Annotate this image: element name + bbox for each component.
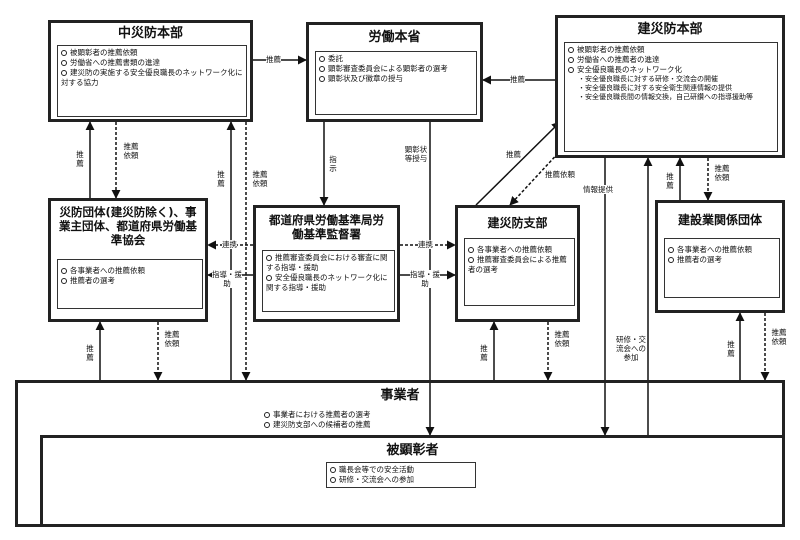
kensetsu-list: 各事業者への推薦依頼 推薦者の選考 xyxy=(664,238,780,298)
box-hikensho: 被顕彰者 職長会等での安全活動 研修・交流会への参加 xyxy=(40,435,785,527)
roudou-title: 労働本省 xyxy=(368,30,421,45)
chuusaibo-title: 中災防本部 xyxy=(117,26,183,41)
chuusaibo-item: 被顕彰者の推薦依頼 xyxy=(61,48,243,58)
saibodan-item: 各事業者への推薦依頼 xyxy=(61,266,199,276)
box-shibu: 建災防支部 各事業者への推薦依頼 推薦審査委員会による推薦者の選考 xyxy=(455,205,580,322)
box-todofuken: 都道府県労働基準局労働基準監督署 推薦審査委員会における審査に関する指導・援助 … xyxy=(253,205,400,322)
label-irai-kensetsu: 推薦依頼 xyxy=(712,164,732,182)
label-shido-left: 指導・援助 xyxy=(212,270,242,288)
shibu-item: 推薦審査委員会による推薦者の選考 xyxy=(468,255,567,274)
saibodan-title: 災防団体(建災防除く)、事業主団体、都道府県労働基準協会 xyxy=(59,205,197,247)
label-kenshu: 研修・交流会への参加 xyxy=(616,335,646,362)
box-saibodan: 災防団体(建災防除く)、事業主団体、都道府県労働基準協会 各事業者への推薦依頼 … xyxy=(48,198,208,322)
roudou-list: 委託 顕彰審査委員会による顕彰者の選考 顕彰状及び徽章の授与 xyxy=(315,51,477,115)
saibodan-item: 推薦者の選考 xyxy=(61,276,199,286)
shibu-title: 建災防支部 xyxy=(487,216,548,230)
chuusaibo-item: 建災防の実施する安全優良職長のネットワーク化に対する協力 xyxy=(61,68,243,87)
chuusaibo-item: 労働省への推薦書類の進達 xyxy=(61,58,243,68)
box-roudou: 労働本省 委託 顕彰審査委員会による顕彰者の選考 顕彰状及び徽章の授与 xyxy=(306,22,483,122)
jigyosha-item: 建災防支部への候補者の推薦 xyxy=(264,420,458,430)
kensaibo-item: 安全優良職長のネットワーク化 xyxy=(568,65,774,75)
roudou-item: 委託 xyxy=(319,54,473,64)
roudou-item: 顕彰状及び徽章の授与 xyxy=(319,74,473,84)
hikensho-item: 研修・交流会への参加 xyxy=(330,475,472,485)
kensetsu-item: 各事業者への推薦依頼 xyxy=(668,245,776,255)
label-renkei-left: 連携 xyxy=(222,240,237,249)
label-kenshojo: 顕彰状等授与 xyxy=(404,145,428,163)
jigyosha-item: 事業者における推薦者の選考 xyxy=(264,410,458,420)
kensetsu-title: 建設業関係団体 xyxy=(677,213,762,227)
todofuken-item: 安全優良職長のネットワーク化に関する指導・援助 xyxy=(266,273,388,292)
chuusaibo-list: 被顕彰者の推薦依頼 労働省への推薦書類の進達 建災防の実施する安全優良職長のネッ… xyxy=(57,45,247,117)
box-kensaibo: 建災防本部 被顕彰者の推薦依頼 労働省への推薦者の進達 安全優良職長のネットワー… xyxy=(555,15,785,158)
label-irai-jig-kensetsu: 推薦依頼 xyxy=(769,328,789,346)
label-suisen-kensetsu: 推薦 xyxy=(665,172,675,190)
label-joho: 情報提供 xyxy=(583,185,613,194)
label-shiji: 指示 xyxy=(328,155,338,173)
label-irai-long: 推薦依頼 xyxy=(250,170,270,188)
label-suisen-shibu: 推薦 xyxy=(506,150,521,159)
hikensho-list: 職長会等での安全活動 研修・交流会への参加 xyxy=(326,462,476,488)
hikensho-item: 職長会等での安全活動 xyxy=(330,465,472,475)
jigyosha-list: 事業者における推薦者の選考 建災防支部への候補者の推薦 xyxy=(261,408,461,434)
arrow-shibu-kensaibo xyxy=(475,121,561,206)
kensaibo-item: 被顕彰者の推薦依頼 xyxy=(568,45,774,55)
saibodan-list: 各事業者への推薦依頼 推薦者の選考 xyxy=(57,259,203,309)
shibu-item: 各事業者への推薦依頼 xyxy=(468,245,571,255)
box-kensetsu: 建設業関係団体 各事業者への推薦依頼 推薦者の選考 xyxy=(655,200,785,313)
jigyosha-title: 事業者 xyxy=(380,388,420,403)
hikensho-title: 被顕彰者 xyxy=(386,443,439,458)
kensetsu-item: 推薦者の選考 xyxy=(668,255,776,265)
kensaibo-subitem: ・安全優良職長に対する研修・交流会の開催 xyxy=(578,75,718,83)
label-suisen-jig-saibodan: 推薦 xyxy=(85,344,95,362)
label-suisen-jig-shibu: 推薦 xyxy=(479,344,489,362)
todofuken-title: 都道府県労働基準局労働基準監督署 xyxy=(269,213,384,241)
todofuken-item: 推薦審査委員会における審査に関する指導・援助 xyxy=(266,253,388,272)
todofuken-list: 推薦審査委員会における審査に関する指導・援助 安全優良職長のネットワーク化に関す… xyxy=(262,250,395,312)
kensaibo-list: 被顕彰者の推薦依頼 労働省への推薦者の進達 安全優良職長のネットワーク化 ・安全… xyxy=(564,42,778,152)
kensaibo-subitem: ・安全優良職長間の情報交換，自己研鑽への指導援助等 xyxy=(578,93,753,101)
label-suisen-kensaibo: 推薦 xyxy=(510,75,525,84)
label-suisen-jig-kensetsu: 推薦 xyxy=(726,340,736,358)
shibu-list: 各事業者への推薦依頼 推薦審査委員会による推薦者の選考 xyxy=(464,238,575,306)
box-chuusaibo: 中災防本部 被顕彰者の推薦依頼 労働省への推薦書類の進達 建災防の実施する安全優… xyxy=(48,20,253,122)
label-suisen-top: 推薦 xyxy=(266,55,281,64)
label-suisen-long: 推薦 xyxy=(216,170,226,188)
roudou-item: 顕彰審査委員会による顕彰者の選考 xyxy=(319,64,473,74)
kensaibo-item: 労働省への推薦者の進達 xyxy=(568,55,774,65)
label-irai-jig-saibodan: 推薦依頼 xyxy=(162,330,182,348)
label-suisen-saibodan: 推薦 xyxy=(75,150,85,168)
label-irai-jig-shibu: 推薦依頼 xyxy=(552,330,572,348)
label-irai-saibodan: 推薦依頼 xyxy=(121,142,141,160)
label-shido-right: 指導・援助 xyxy=(410,270,440,288)
kensaibo-title: 建災防本部 xyxy=(637,22,703,37)
kensaibo-subitem: ・安全優良職長に対する安全衛生関連情報の提供 xyxy=(578,84,732,92)
label-irai-shibu: 推薦依頼 xyxy=(545,170,575,179)
label-renkei-right: 連携 xyxy=(418,240,433,249)
